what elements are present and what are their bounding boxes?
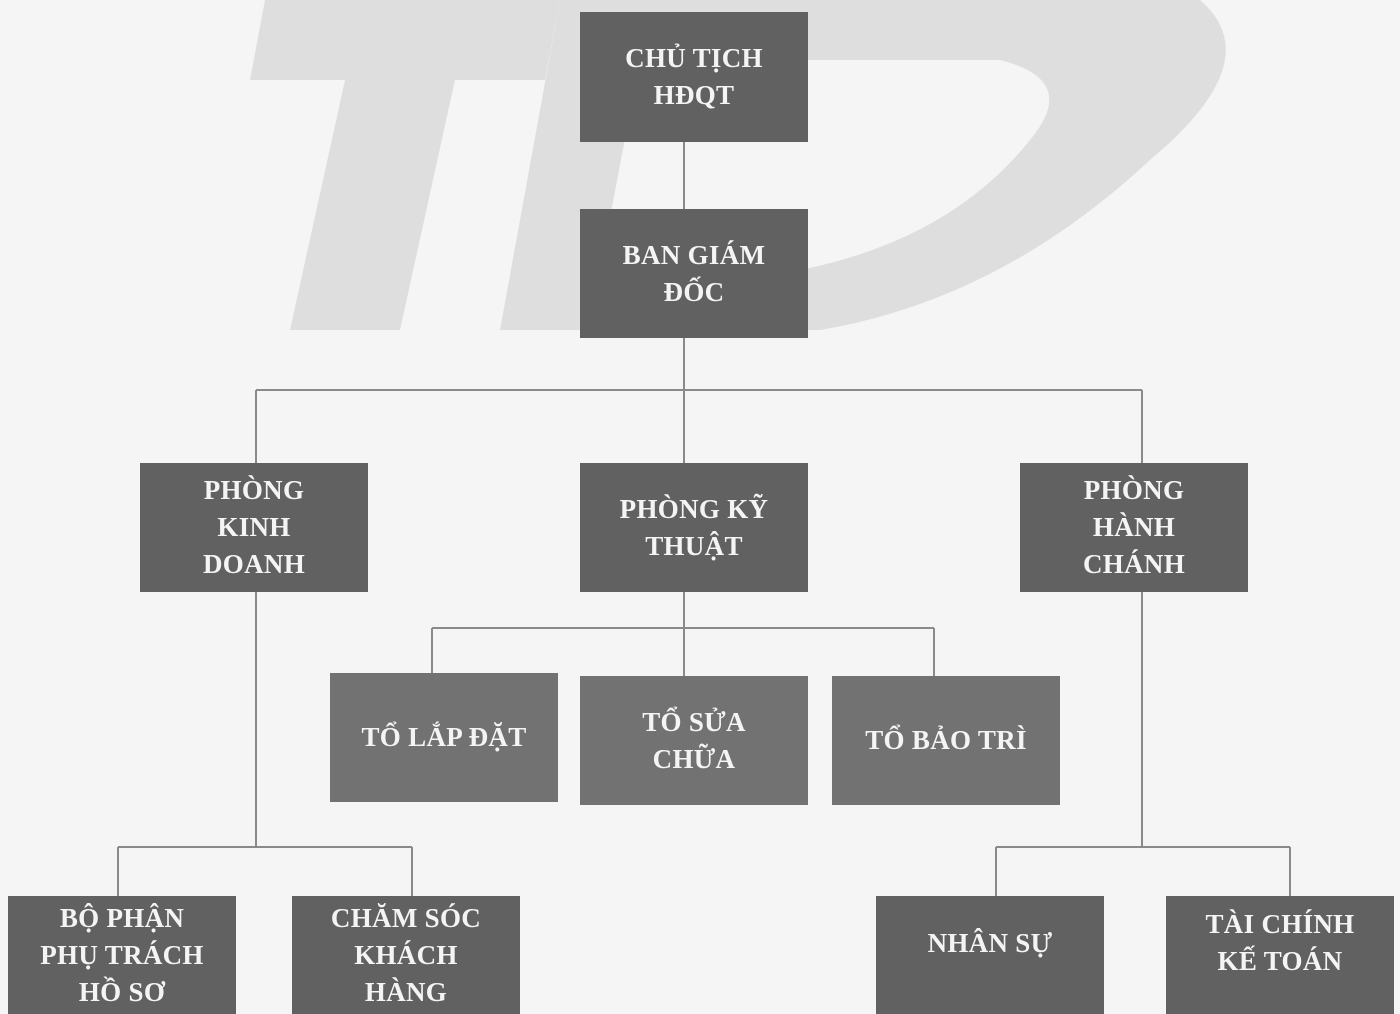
sales-department-box: PHÒNG KINH DOANH bbox=[140, 463, 368, 592]
chairman-box: CHỦ TỊCH HĐQT bbox=[580, 12, 808, 142]
hr-unit-box: NHÂN SỰ bbox=[876, 896, 1104, 1014]
hr-unit-label: NHÂN SỰ bbox=[927, 927, 1053, 958]
maintenance-team-label: TỔ BẢO TRÌ bbox=[865, 725, 1027, 755]
records-unit-box: BỘ PHẬN PHỤ TRÁCH HỒ SƠ bbox=[8, 896, 236, 1014]
finance-unit-label: TÀI CHÍNH KẾ TOÁN bbox=[1205, 909, 1355, 976]
customer-care-unit-box: CHĂM SÓC KHÁCH HÀNG bbox=[292, 896, 520, 1014]
maintenance-team-box: TỔ BẢO TRÌ bbox=[832, 676, 1060, 805]
chairman-label: CHỦ TỊCH HĐQT bbox=[625, 43, 763, 110]
customer-care-unit-label: CHĂM SÓC KHÁCH HÀNG bbox=[330, 902, 482, 1007]
technical-department-box: PHÒNG KỸ THUẬT bbox=[580, 463, 808, 592]
board-of-directors-box: BAN GIÁM ĐỐC bbox=[580, 209, 808, 338]
administration-department-label: PHÒNG HÀNH CHÁNH bbox=[1083, 475, 1185, 579]
installation-team-label: TỔ LẮP ĐẶT bbox=[361, 722, 527, 752]
board-of-directors-label: BAN GIÁM ĐỐC bbox=[622, 239, 766, 307]
records-unit-label: BỘ PHẬN PHỤ TRÁCH HỒ SƠ bbox=[40, 902, 204, 1007]
installation-team-box: TỔ LẮP ĐẶT bbox=[330, 673, 558, 802]
finance-unit-box: TÀI CHÍNH KẾ TOÁN bbox=[1166, 896, 1394, 1014]
repair-team-label: TỔ SỬA CHỮA bbox=[642, 706, 746, 774]
administration-department-box: PHÒNG HÀNH CHÁNH bbox=[1020, 463, 1248, 592]
repair-team-box: TỔ SỬA CHỮA bbox=[580, 676, 808, 805]
technical-department-label: PHÒNG KỸ THUẬT bbox=[619, 493, 769, 561]
sales-department-label: PHÒNG KINH DOANH bbox=[203, 475, 305, 579]
